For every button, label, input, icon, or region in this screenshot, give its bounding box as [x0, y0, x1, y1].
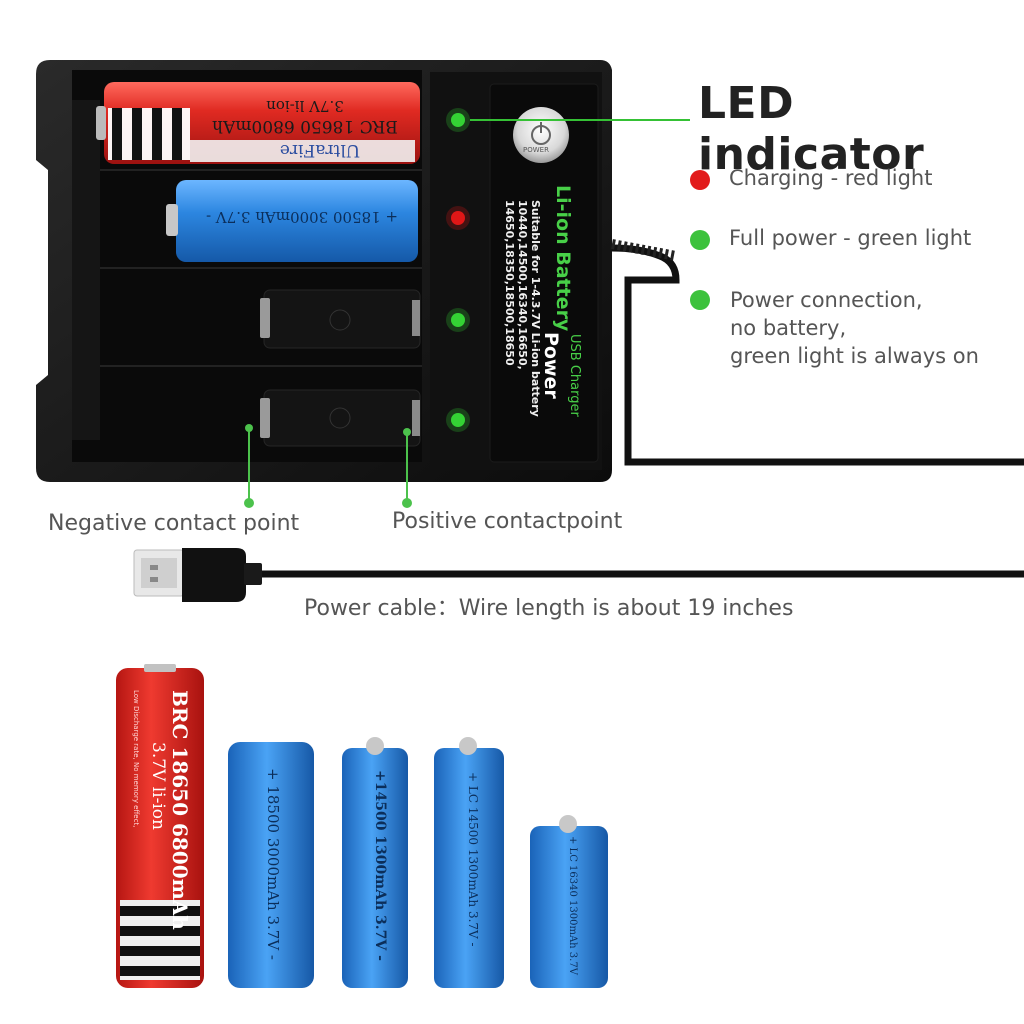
charger-brand-line1: Li-ion Battery — [552, 185, 574, 332]
legend-charging-text: Charging - red light — [729, 166, 933, 190]
led-indicators — [446, 108, 470, 432]
charger-cell-blue — [166, 180, 418, 262]
battery-lineup — [116, 664, 608, 988]
charger-suitable-2: 10440,14500,16340,16650, — [516, 200, 529, 370]
battery-14500-a — [342, 737, 408, 988]
led-green-icon — [451, 313, 465, 327]
battery-14500a-label: +14500 1300mAh 3.7V - — [372, 770, 388, 961]
positive-dot-top — [403, 428, 411, 436]
led-glow — [446, 108, 470, 132]
battery-16340-label: + LC 16340 1300mAh 3.7V — [567, 836, 578, 975]
charger-cell-red-label: BRC 18650 6800mAh 3.7V li-ion — [212, 97, 398, 136]
battery-14500b-label: + LC 14500 1300mAh 3.7V - — [466, 772, 480, 947]
charger-brand-line3: USB Charger — [567, 334, 582, 417]
battery-18650-sublabel: 3.7V li-ion — [148, 742, 168, 830]
battery-18650-label: BRC 18650 6800mAh — [168, 690, 192, 930]
legend-full-text: Full power - green light — [729, 226, 972, 250]
charger-brand-line2: Power — [540, 332, 562, 399]
led-glow — [446, 408, 470, 432]
battery-18500 — [228, 742, 314, 988]
charger-cell-red — [96, 82, 420, 164]
negative-contact-label: Negative contact point — [48, 511, 300, 536]
positive-contact-label: Positive contactpoint — [392, 509, 623, 534]
power-button-label: POWER — [523, 146, 549, 154]
led-green-icon — [451, 113, 465, 127]
led-indicator-title: LED indicator — [698, 78, 925, 180]
usb-cable — [133, 548, 1024, 602]
led-glow — [446, 206, 470, 230]
power-cable-label: Power cable：Wire length is about 19 inch… — [304, 596, 794, 621]
contact-callouts — [248, 428, 408, 502]
legend-power-line2: no battery, — [730, 316, 847, 340]
charger-suitable-3: 14650,18350,18500,18650 — [503, 200, 516, 366]
battery-18650-red — [116, 664, 204, 988]
battery-18500-label: + 18500 3000mAh 3.7V - — [264, 768, 282, 961]
charger-cell-red-band: UltraFire — [279, 140, 361, 160]
led-green-icon — [451, 413, 465, 427]
green-dot-icon — [690, 290, 710, 310]
legend-power-line3: green light is always on — [730, 344, 979, 368]
charger-cell-blue-label: + 18500 3000mAh 3.7V - — [206, 208, 399, 226]
charger-suitable-1: Suitable for 1-4.3.7V Li-ion battery — [529, 200, 542, 417]
red-dot-icon — [690, 170, 710, 190]
contact-slots — [260, 289, 421, 447]
legend-power-line1: Power connection, — [730, 288, 923, 312]
green-dot-icon — [690, 230, 710, 250]
battery-14500-b — [434, 737, 504, 988]
led-red-icon — [451, 211, 465, 225]
positive-dot — [402, 498, 412, 508]
power-button — [513, 107, 569, 163]
led-glow — [446, 308, 470, 332]
negative-dot — [244, 498, 254, 508]
negative-dot-top — [245, 424, 253, 432]
battery-18650-note: Low Discharge rate, No memory effect, — [132, 690, 140, 828]
battery-16340 — [530, 815, 608, 988]
